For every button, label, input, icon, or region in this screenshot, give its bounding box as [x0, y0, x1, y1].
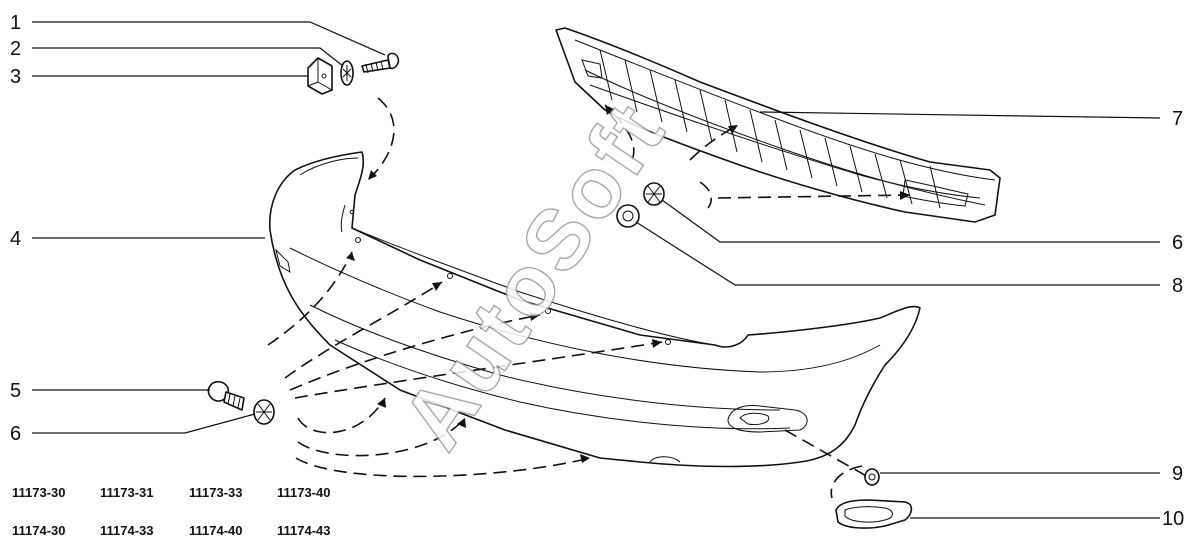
callout-10: 10 [1162, 508, 1184, 530]
washer-left [253, 399, 275, 425]
callout-9: 9 [1172, 463, 1183, 485]
model-numbers: 11173-30 11173-31 11173-33 11173-40 1117… [12, 485, 331, 538]
small-nut [864, 468, 880, 486]
model-label: 11174-30 [12, 523, 66, 538]
callout-5: 5 [10, 380, 21, 402]
callout-numbers: 1 2 3 4 5 6 7 6 8 9 10 [10, 12, 1184, 530]
reflector [835, 499, 913, 529]
callout-6-right: 6 [1172, 232, 1183, 254]
model-label: 11173-33 [189, 485, 243, 500]
bolt [207, 380, 245, 411]
model-label: 11173-30 [12, 485, 66, 500]
callout-6-left: 6 [10, 423, 21, 445]
bumper-cover [268, 151, 921, 468]
callout-4: 4 [10, 228, 21, 250]
screw [361, 52, 400, 74]
model-label: 11174-40 [189, 523, 243, 538]
nut [616, 204, 640, 228]
callout-7: 7 [1172, 108, 1183, 130]
model-label: 11174-33 [100, 523, 154, 538]
model-label: 11174-43 [277, 523, 331, 538]
model-label: 11173-40 [277, 485, 331, 500]
washer-right [643, 182, 665, 206]
clip-nut [307, 57, 333, 95]
leader-lines [32, 21, 1161, 519]
assembly-arrows [267, 97, 911, 499]
model-label: 11173-31 [100, 485, 154, 500]
callout-3: 3 [10, 66, 21, 88]
star-washer [340, 60, 354, 86]
callout-1: 1 [10, 12, 21, 34]
impact-absorber [555, 27, 1001, 223]
callout-2: 2 [10, 38, 21, 60]
callout-8: 8 [1172, 275, 1183, 297]
